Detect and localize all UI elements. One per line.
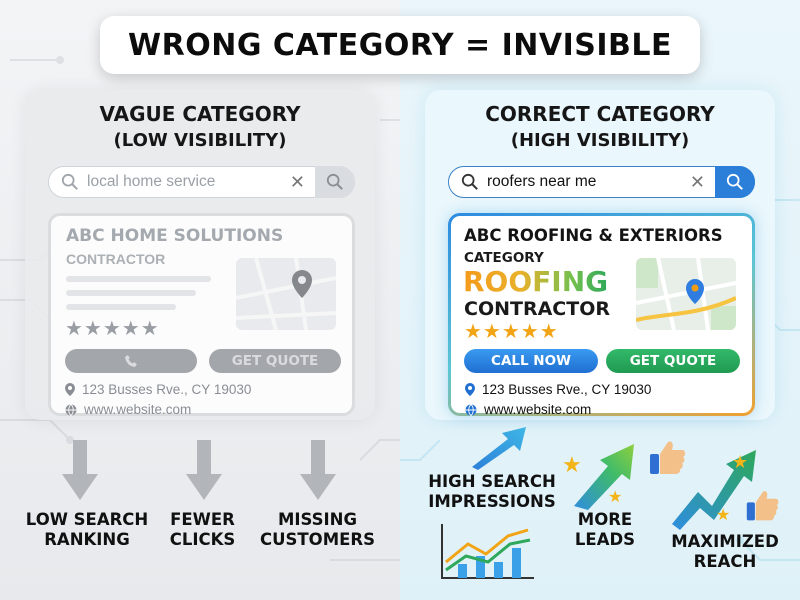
business-listing-card[interactable]: ABC ROOFING & EXTERIORS CATEGORY ROOFING… [448, 213, 755, 417]
get-quote-button[interactable]: GET QUOTE [209, 349, 341, 373]
address-text: 123 Busses Rve., CY 19030 [482, 382, 652, 397]
category-main: ROOFING [463, 265, 609, 298]
search-bar[interactable]: roofers near me ✕ [448, 166, 755, 198]
search-icon [326, 173, 343, 190]
map-thumbnail[interactable] [636, 258, 736, 330]
search-input[interactable]: local home service [87, 173, 216, 190]
rising-arrow-icon: ★ ★ [562, 444, 634, 510]
correct-category-panel: CORRECT CATEGORY (HIGH VISIBILITY) roofe… [425, 90, 775, 420]
globe-icon [65, 403, 77, 416]
call-button[interactable] [65, 349, 197, 373]
map-thumbnail[interactable] [236, 258, 336, 330]
down-arrow-icon [62, 440, 98, 500]
placeholder-line [66, 276, 211, 282]
globe-icon [465, 403, 477, 416]
zigzag-arrow-icon: ★ ★ [672, 450, 756, 530]
down-arrow-icon [186, 440, 222, 500]
search-input[interactable]: roofers near me [487, 173, 597, 190]
website-row[interactable]: www.website.com [465, 402, 591, 417]
clear-icon[interactable]: ✕ [689, 171, 705, 192]
panel-title: CORRECT CATEGORY [485, 102, 715, 126]
call-now-button[interactable]: CALL NOW [464, 349, 598, 373]
search-button[interactable] [715, 166, 755, 198]
svg-text:★: ★ [732, 452, 748, 472]
category-label: CATEGORY [464, 250, 544, 266]
search-bar[interactable]: local home service ✕ [48, 166, 355, 198]
business-listing-card[interactable]: ABC HOME SOLUTIONS CONTRACTOR ★★★★★ GET … [48, 213, 355, 417]
growth-chart-icon [441, 524, 534, 579]
business-name: ABC ROOFING & EXTERIORS [464, 226, 723, 245]
get-quote-button[interactable]: GET QUOTE [606, 349, 740, 373]
panel-subtitle: (HIGH VISIBILITY) [510, 130, 690, 151]
vague-category-panel: VAGUE CATEGORY (LOW VISIBILITY) local ho… [25, 90, 375, 420]
rating-stars: ★★★★★ [464, 321, 559, 343]
svg-text:★: ★ [716, 507, 730, 524]
website-row[interactable]: www.website.com [65, 402, 191, 417]
address-row: 123 Busses Rve., CY 19030 [65, 382, 251, 397]
address-text: 123 Busses Rve., CY 19030 [82, 382, 252, 397]
phone-icon [125, 355, 137, 367]
location-pin-icon [465, 383, 475, 396]
panel-subtitle: (LOW VISIBILITY) [113, 130, 287, 151]
panel-title: VAGUE CATEGORY [99, 102, 301, 126]
location-pin-icon [65, 383, 75, 396]
up-arrow-icon [472, 427, 526, 470]
search-icon [726, 173, 743, 190]
thumbs-up-icon [746, 491, 779, 521]
svg-text:★: ★ [562, 452, 582, 477]
clear-icon[interactable]: ✕ [289, 171, 305, 192]
search-icon [61, 173, 78, 190]
category-sub: CONTRACTOR [464, 298, 610, 320]
placeholder-line [66, 290, 196, 296]
placeholder-line [66, 304, 176, 310]
search-icon [461, 173, 478, 190]
address-row: 123 Busses Rve., CY 19030 [465, 382, 651, 397]
svg-text:★: ★ [608, 489, 622, 506]
headline-banner: WRONG CATEGORY = INVISIBLE [100, 16, 700, 74]
business-category: CONTRACTOR [66, 251, 166, 267]
website-link[interactable]: www.website.com [84, 402, 192, 417]
business-name: ABC HOME SOLUTIONS [66, 226, 284, 246]
website-link[interactable]: www.website.com [484, 402, 592, 417]
thumbs-up-icon [650, 441, 686, 474]
search-button[interactable] [315, 166, 355, 198]
rating-stars: ★★★★★ [65, 318, 160, 340]
down-arrow-icon [300, 440, 336, 500]
